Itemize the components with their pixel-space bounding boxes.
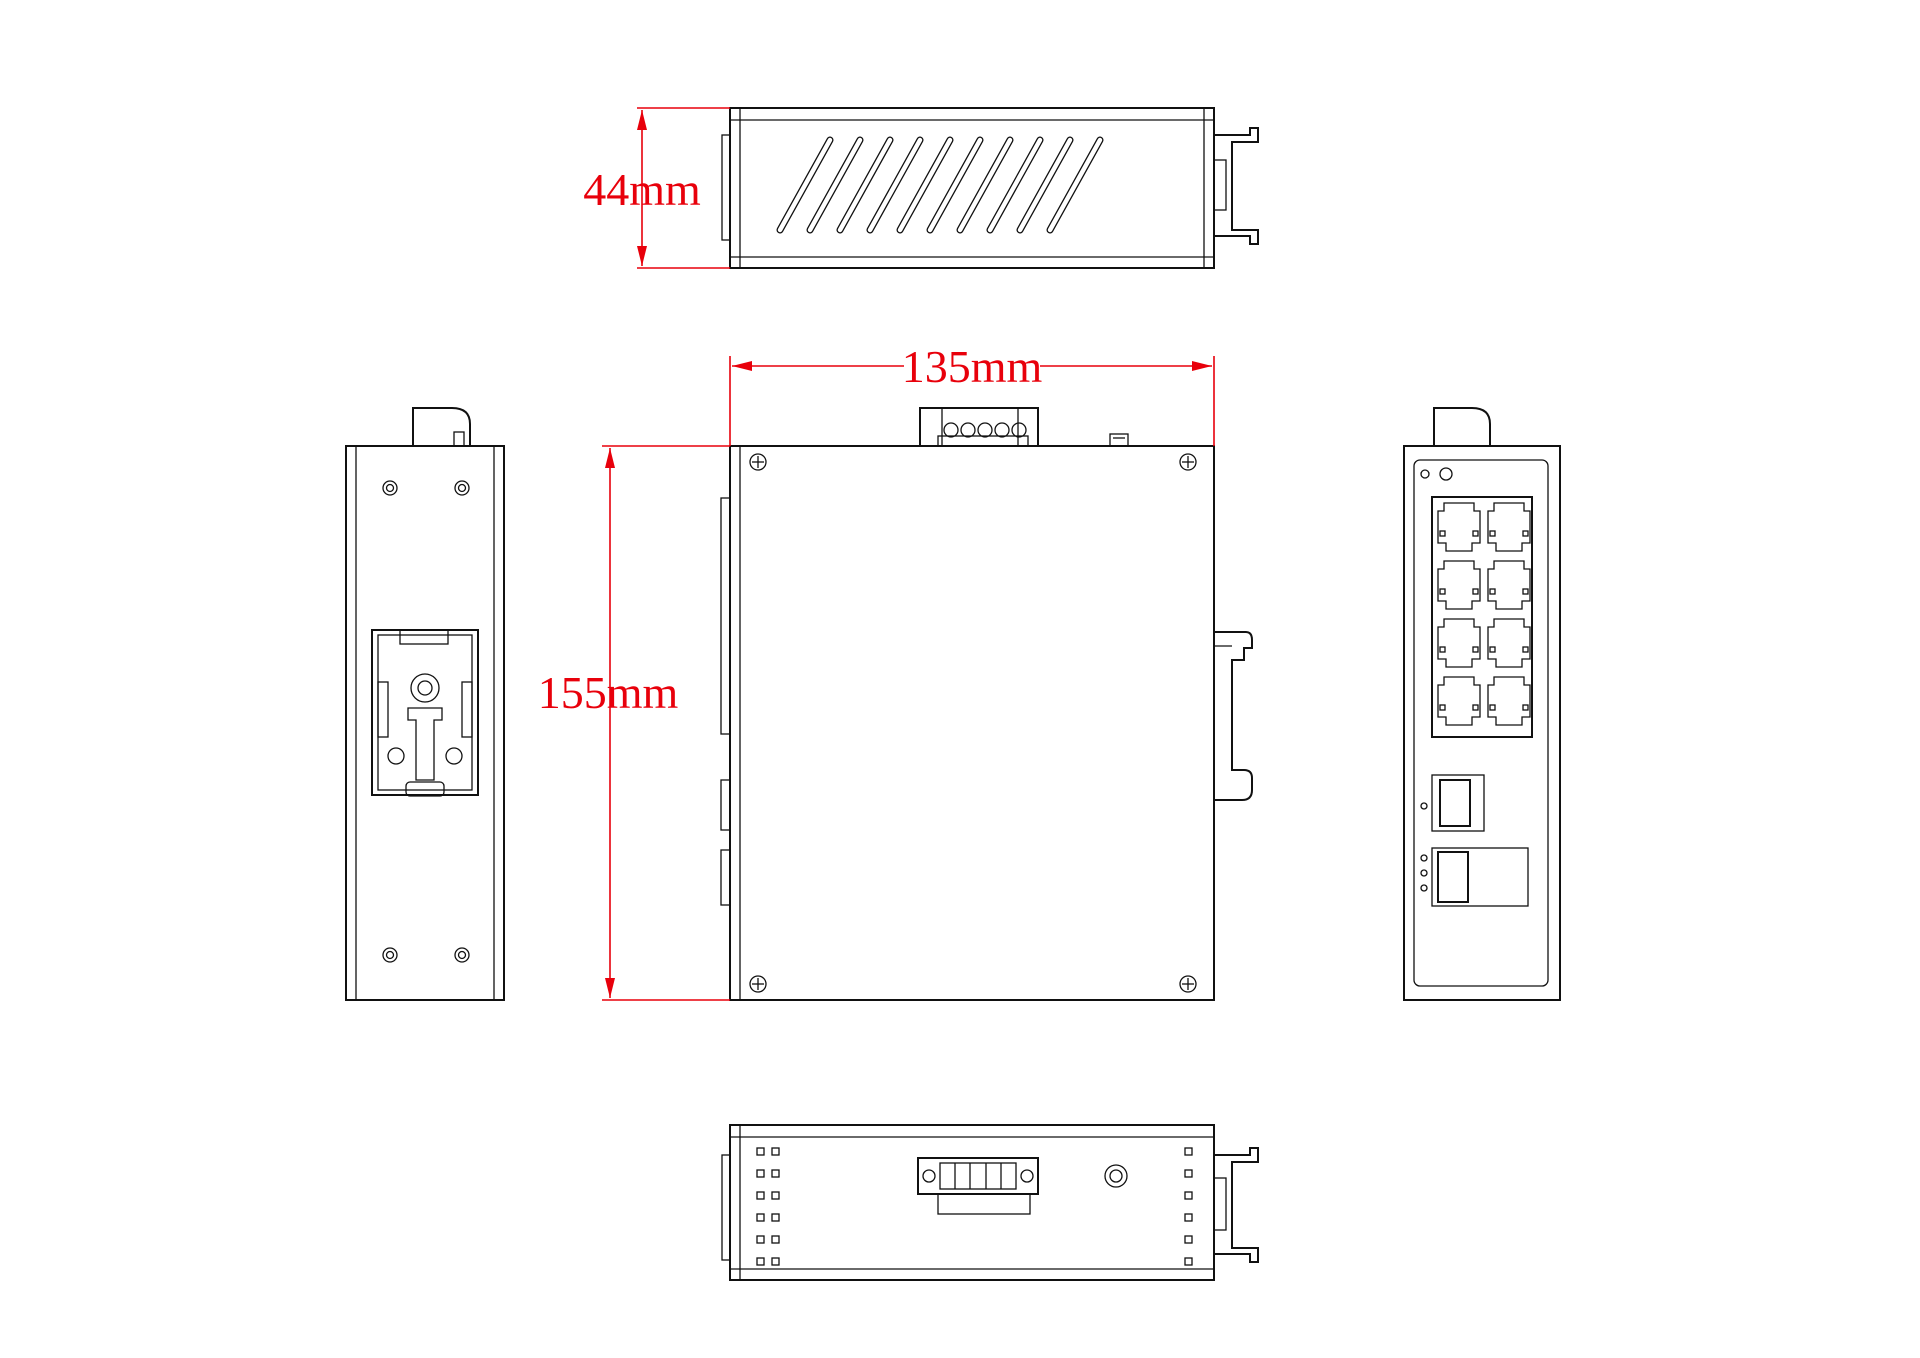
status-led-icon (1439, 467, 1453, 481)
vent-slot-inner (927, 137, 983, 233)
vent-dot (1184, 1235, 1193, 1244)
bottom-vent-dots (756, 1147, 1193, 1266)
sfp-port-2 (1437, 851, 1469, 903)
vent-slot-inner (957, 137, 1013, 233)
vent-slot-inner (837, 137, 893, 233)
vent-slot-inner (1047, 137, 1103, 233)
vent-slot-inner (897, 137, 953, 233)
main-view (720, 407, 1253, 1001)
rj45-port (1437, 618, 1481, 668)
sfp-port-1 (1439, 779, 1471, 827)
vent-dot (756, 1235, 765, 1244)
rj45-port (1437, 676, 1481, 726)
vent-slot-inner (777, 137, 833, 233)
ground-post-icon (1104, 1164, 1128, 1188)
rj45-port (1437, 502, 1481, 552)
vent-dot (756, 1169, 765, 1178)
vent-slot-inner (1017, 137, 1073, 233)
vent-dot (1184, 1213, 1193, 1222)
rj45-port (1437, 560, 1481, 610)
screw-icon (749, 453, 767, 471)
vent-dot (756, 1147, 765, 1156)
vent-dot (756, 1191, 765, 1200)
rj45-port (1487, 502, 1531, 552)
vent-dot (771, 1213, 780, 1222)
ventilation-slots (776, 136, 1104, 234)
bottom-view (721, 1124, 1259, 1281)
vent-dot (756, 1213, 765, 1222)
vent-dot (771, 1257, 780, 1266)
vent-dot (771, 1191, 780, 1200)
vent-dot (771, 1147, 780, 1156)
rj45-port (1487, 560, 1531, 610)
vent-dot (756, 1257, 765, 1266)
top-view (721, 107, 1259, 269)
width-dimension: 135mm (729, 341, 1215, 446)
vent-dot (771, 1169, 780, 1178)
depth-label: 155mm (538, 667, 679, 718)
width-label: 135mm (902, 341, 1043, 392)
vent-dot (1184, 1147, 1193, 1156)
vent-dot (771, 1235, 780, 1244)
rear-view (345, 407, 505, 1001)
rj45-port-block (1431, 496, 1533, 738)
rj45-port (1487, 676, 1531, 726)
height-label: 44mm (583, 164, 701, 215)
height-dimension: 44mm (583, 107, 730, 269)
vent-dot (1184, 1257, 1193, 1266)
rj45-port (1487, 618, 1531, 668)
vent-slot-inner (807, 137, 863, 233)
status-led-icon (1420, 469, 1430, 479)
rj45-ports (1437, 502, 1531, 726)
vent-slot-inner (867, 137, 923, 233)
depth-dimension: 155mm (538, 445, 730, 1001)
vent-dot (1184, 1169, 1193, 1178)
vent-dot (1184, 1191, 1193, 1200)
screw-icon (1179, 975, 1197, 993)
front-panel-view (1403, 407, 1561, 1001)
screw-icon (749, 975, 767, 993)
screw-icon (1179, 453, 1197, 471)
vent-slot-inner (987, 137, 1043, 233)
